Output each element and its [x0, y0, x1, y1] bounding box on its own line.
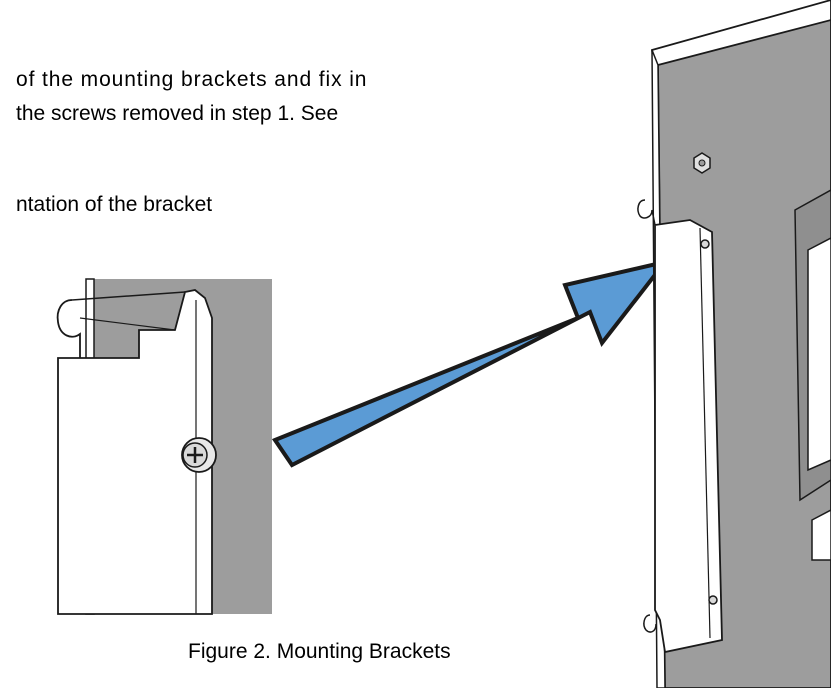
unit-bracket	[654, 219, 723, 654]
unit-vent-opening	[807, 237, 831, 472]
nut-icon	[693, 152, 711, 174]
detail-bracket-hook	[56, 299, 81, 358]
detail-closeup	[56, 278, 272, 615]
arrow-icon	[271, 258, 671, 468]
instruction-line-1: of the mounting brackets and fix in	[16, 68, 368, 91]
screw-icon	[181, 437, 217, 473]
figure-caption: Figure 2. Mounting Brackets	[188, 640, 451, 663]
bracket-screw-icon	[700, 239, 710, 249]
instruction-line-3: ntation of the bracket	[16, 193, 213, 216]
unit-view	[637, 0, 831, 688]
instruction-line-2: the screws removed in step 1. See	[16, 102, 339, 125]
bracket-screw-icon	[708, 595, 718, 605]
